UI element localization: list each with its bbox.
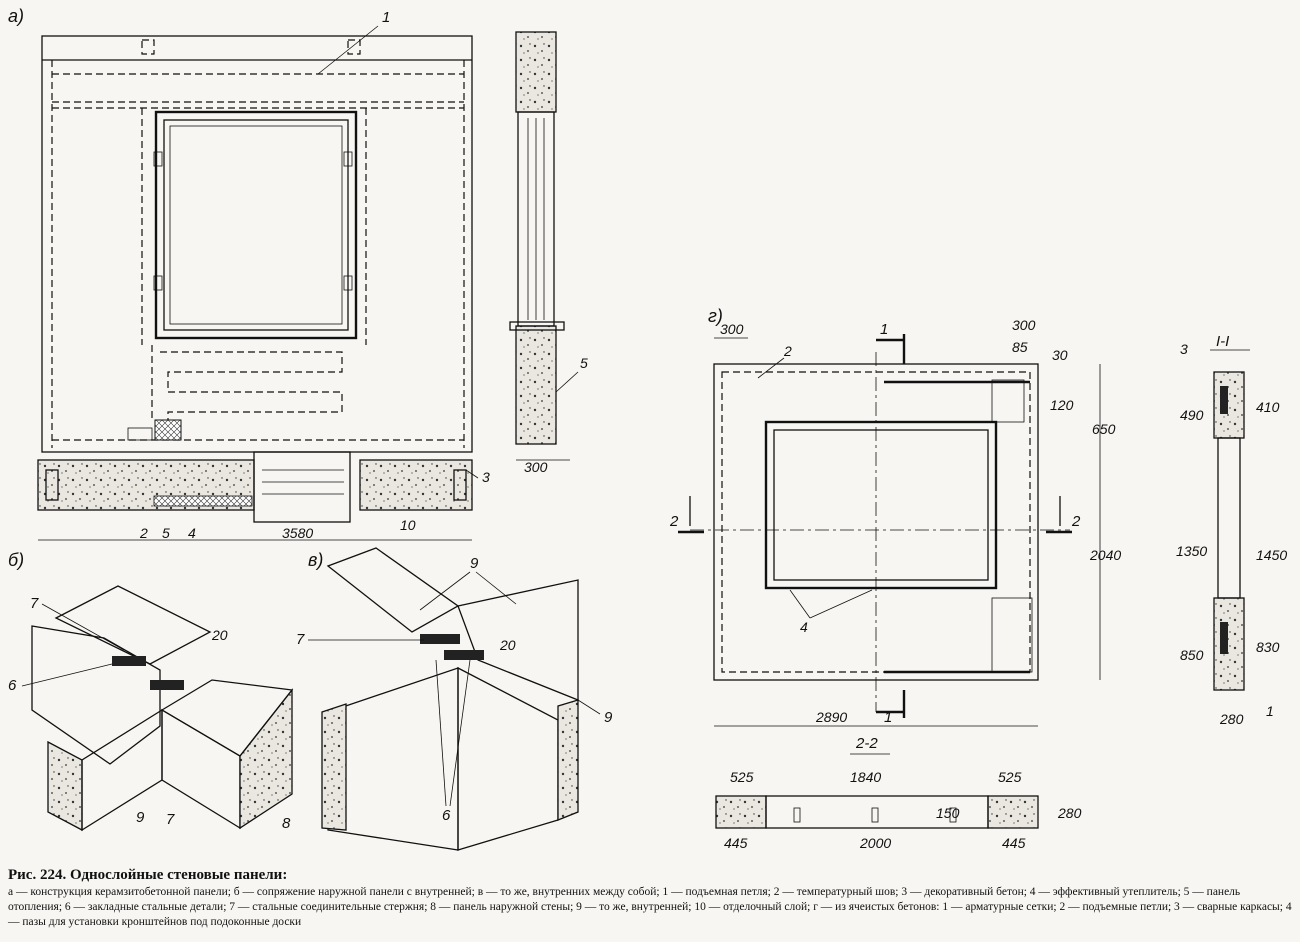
dim-2040: 2040: [1089, 547, 1121, 563]
dim-85: 85: [1012, 339, 1028, 355]
section-2-2: 2-2 525 1840 525 150 280 445 2000 445: [715, 735, 1082, 851]
dim-150: 150: [936, 805, 960, 821]
callout-9-v2: 9: [604, 709, 613, 726]
callout-6-b: 6: [8, 677, 17, 694]
dim-30: 30: [1052, 347, 1068, 363]
dim-280: 280: [1057, 805, 1082, 821]
callout-3-g: 3: [1180, 341, 1188, 357]
dim-280-11: 280: [1219, 711, 1244, 727]
callout-4-a: 4: [188, 525, 196, 541]
label-b: б): [8, 550, 24, 570]
title-2-2: 2-2: [855, 735, 878, 752]
title-1-1: I-I: [1216, 333, 1229, 350]
view-v-junction: в) 9 7 20 6 9: [296, 547, 613, 851]
label-a: а): [8, 6, 24, 26]
dim-300-a: 300: [524, 459, 548, 475]
view-b-junction: б) 7 6 20 9 7 8: [8, 550, 294, 832]
caption-title-line: Рис. 224. Однослойные стеновые панели:: [8, 866, 1292, 885]
dim-525-right: 525: [998, 769, 1022, 785]
callout-2-a: 2: [139, 525, 148, 541]
callout-2-g: 2: [783, 343, 792, 359]
cut-2-left: 2: [669, 513, 679, 530]
dim-120: 120: [1050, 397, 1074, 413]
section-1-1: I-I 3 1 490 410 1350 1450 850 830 280: [1176, 333, 1287, 727]
technical-drawing: а) 1: [8, 6, 1287, 851]
callout-7-b: 7: [30, 595, 39, 612]
cut-2-right: 2: [1071, 513, 1081, 530]
dim-2890: 2890: [815, 709, 847, 725]
dim-1350: 1350: [1176, 543, 1207, 559]
view-g-elevation: г) 1 1 2 2 2 4 300 300 85 30 120 650: [669, 306, 1121, 727]
callout-1: 1: [382, 9, 390, 26]
dim-650: 650: [1092, 421, 1116, 437]
callout-1-g: 1: [1266, 703, 1274, 719]
dim-3580: 3580: [282, 525, 313, 541]
dim-1840: 1840: [850, 769, 881, 785]
callout-9-b: 9: [136, 809, 145, 826]
dim-20-v: 20: [499, 637, 516, 653]
dim-300-right: 300: [1012, 317, 1036, 333]
callout-8: 8: [282, 815, 291, 832]
dim-850: 850: [1180, 647, 1204, 663]
dim-445-left: 445: [724, 835, 748, 851]
dim-830: 830: [1256, 639, 1280, 655]
callout-10: 10: [400, 517, 416, 533]
dim-525-left: 525: [730, 769, 754, 785]
cut-1-top: 1: [880, 321, 888, 338]
dim-20-b: 20: [211, 627, 228, 643]
dim-1450: 1450: [1256, 547, 1287, 563]
callout-7-v: 7: [296, 631, 305, 648]
figure-caption: Рис. 224. Однослойные стеновые панели: а…: [8, 866, 1292, 930]
view-a-vertical-section: 300 5: [509, 31, 588, 475]
label-v: в): [308, 550, 323, 570]
callout-6-v: 6: [442, 807, 451, 824]
figure-number: Рис. 224.: [8, 867, 67, 883]
callout-5: 5: [580, 355, 588, 371]
callout-7-b2: 7: [166, 811, 175, 828]
view-a-elevation: а) 1: [8, 6, 473, 453]
label-g: г): [708, 306, 723, 326]
callout-4-g: 4: [800, 619, 808, 635]
figure-title: Однослойные стеновые панели:: [69, 867, 288, 883]
dim-2000: 2000: [859, 835, 891, 851]
callout-9-v1: 9: [470, 555, 479, 572]
dim-300-left: 300: [720, 321, 744, 337]
caption-legend: а — конструкция керамзитобетонной панели…: [8, 886, 1292, 928]
dim-490: 490: [1180, 407, 1204, 423]
cut-1-bottom: 1: [884, 709, 892, 726]
dim-445-right: 445: [1002, 835, 1026, 851]
dim-410: 410: [1256, 399, 1280, 415]
callout-5-a: 5: [162, 525, 170, 541]
view-a-plan-section: 3580 2 5 4 10 3: [37, 451, 490, 541]
callout-3-a: 3: [482, 469, 490, 485]
